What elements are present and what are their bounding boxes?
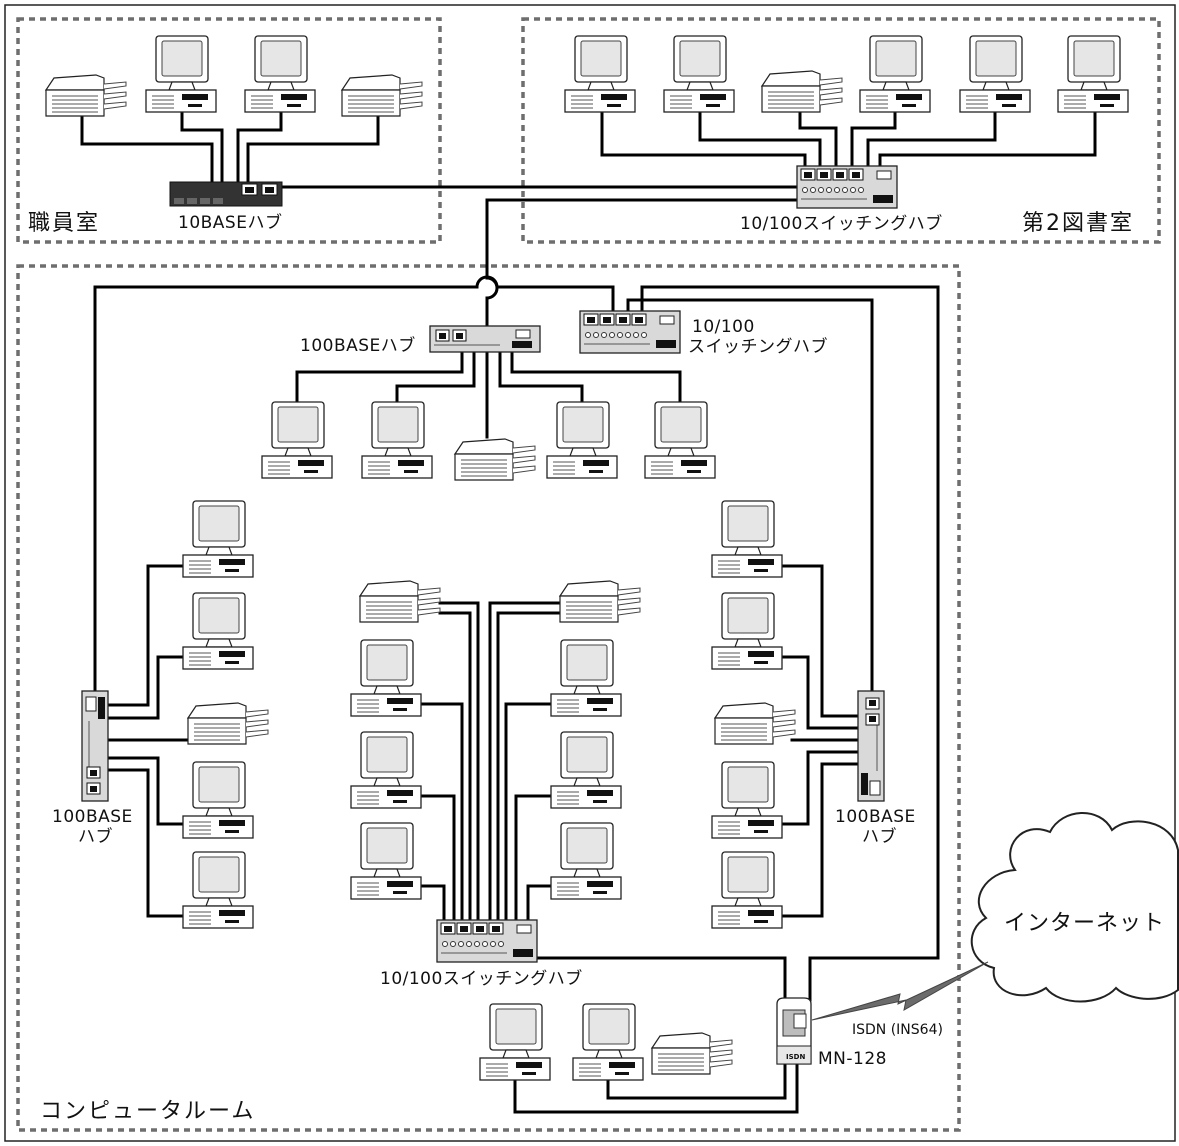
computer <box>350 639 422 717</box>
switching-hub-library <box>796 165 898 209</box>
printer <box>45 74 127 117</box>
computer <box>182 761 254 839</box>
computer <box>572 1003 644 1081</box>
printer <box>559 580 641 623</box>
label-right-hub-1: 100BASE <box>835 807 916 827</box>
computer <box>711 761 783 839</box>
label-isdn-line: ISDN (INS64) <box>852 1022 943 1038</box>
router-badge: ISDN <box>786 1053 805 1061</box>
computer <box>711 500 783 578</box>
computer <box>182 592 254 670</box>
computer <box>350 822 422 900</box>
printer <box>187 702 269 745</box>
printer <box>714 702 796 745</box>
computer <box>1057 35 1129 113</box>
label-bottom-switch: 10/100スイッチングハブ <box>380 968 583 989</box>
label-staff-hub: 10BASEハブ <box>178 212 282 233</box>
label-center-hub: 100BASEハブ <box>300 335 416 356</box>
zone-label-staff-room: 職員室 <box>28 211 100 236</box>
hub-100base-left <box>81 690 109 802</box>
internet-cloud <box>970 812 1179 1003</box>
computer <box>550 822 622 900</box>
switching-hub-center <box>579 310 681 354</box>
cables <box>80 110 1097 1114</box>
computer <box>564 35 636 113</box>
computer <box>859 35 931 113</box>
zone-staff-room <box>16 17 442 244</box>
printer <box>454 438 536 481</box>
zone-library <box>521 17 1161 244</box>
printer <box>651 1032 733 1075</box>
router: ISDN <box>776 997 812 1065</box>
label-left-hub-2: ハブ <box>78 826 113 847</box>
printer <box>359 580 441 623</box>
label-internet: インターネット <box>1004 911 1165 936</box>
hub-100base-center <box>429 325 541 353</box>
computer <box>546 401 618 479</box>
label-center-switch-2: スイッチングハブ <box>688 336 828 357</box>
zone-label-computer-room: コンピュータルーム <box>40 1099 255 1124</box>
computer <box>145 35 217 113</box>
label-center-switch-1: 10/100 <box>692 317 755 337</box>
label-left-hub-1: 100BASE <box>52 807 133 827</box>
computer <box>959 35 1031 113</box>
computer <box>361 401 433 479</box>
switching-hub-bottom <box>436 919 538 963</box>
computer <box>550 731 622 809</box>
isdn-link <box>811 961 989 1021</box>
computer <box>261 401 333 479</box>
computer <box>711 851 783 929</box>
hub-100base-right <box>857 690 885 802</box>
label-library-switch: 10/100スイッチングハブ <box>740 213 943 234</box>
computer <box>663 35 735 113</box>
computer <box>711 592 783 670</box>
hub-10base <box>169 181 283 207</box>
computer <box>244 35 316 113</box>
printer <box>761 70 843 113</box>
computer <box>644 401 716 479</box>
label-right-hub-2: ハブ <box>862 826 897 847</box>
computer <box>182 500 254 578</box>
computer <box>550 639 622 717</box>
zone-label-library: 第2図書室 <box>1022 211 1134 236</box>
computer <box>182 851 254 929</box>
outer-frame <box>4 4 1176 1142</box>
label-router: MN-128 <box>818 1049 887 1069</box>
printer <box>341 74 423 117</box>
computer <box>350 731 422 809</box>
computer <box>479 1003 551 1081</box>
